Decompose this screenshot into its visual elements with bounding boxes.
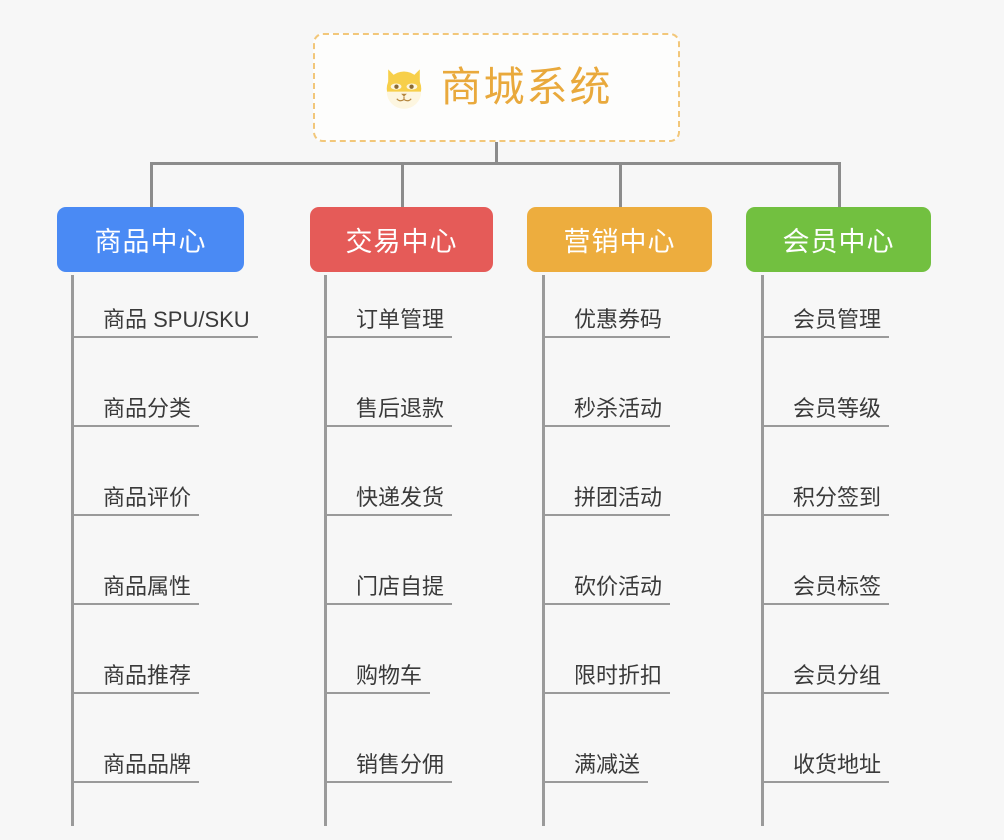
leaf-item[interactable]: 购物车 (324, 628, 430, 694)
category-title-3: 营销中心 (563, 227, 676, 257)
category-box-2[interactable]: 交易中心 (310, 207, 493, 272)
leaf-item[interactable]: 会员分组 (761, 628, 889, 694)
connector-drop-4 (838, 162, 841, 208)
leaf-label: 会员分组 (793, 662, 882, 688)
category-box-3[interactable]: 营销中心 (527, 207, 712, 272)
leaf-label: 商品推荐 (103, 662, 192, 688)
leaf-label: 会员标签 (793, 573, 882, 599)
connector-root-stem (495, 142, 498, 164)
leaf-spine-4 (761, 275, 764, 826)
leaf-item[interactable]: 销售分佣 (324, 717, 452, 783)
leaf-item[interactable]: 商品评价 (71, 450, 199, 516)
leaf-item[interactable]: 会员等级 (761, 361, 889, 427)
leaf-label: 砍价活动 (574, 573, 663, 599)
leaf-label: 会员管理 (793, 306, 882, 332)
leaf-item[interactable]: 门店自提 (324, 539, 452, 605)
leaf-spine-2 (324, 275, 327, 826)
leaf-label: 商品品牌 (103, 751, 192, 777)
leaf-label: 销售分佣 (356, 751, 445, 777)
leaf-label: 售后退款 (356, 395, 445, 421)
leaf-label: 拼团活动 (574, 484, 663, 510)
leaf-label: 商品 SPU/SKU (103, 306, 250, 332)
leaf-item[interactable]: 收货地址 (761, 717, 889, 783)
leaf-label: 商品评价 (103, 484, 192, 510)
leaf-item[interactable]: 拼团活动 (542, 450, 670, 516)
leaf-label: 限时折扣 (574, 662, 663, 688)
category-title-4: 会员中心 (782, 227, 895, 257)
leaf-label: 优惠券码 (574, 306, 663, 332)
leaf-item[interactable]: 砍价活动 (542, 539, 670, 605)
leaf-item[interactable]: 积分签到 (761, 450, 889, 516)
leaf-label: 收货地址 (793, 751, 882, 777)
connector-bus (150, 162, 841, 165)
leaf-item[interactable]: 会员标签 (761, 539, 889, 605)
leaf-item[interactable]: 限时折扣 (542, 628, 670, 694)
leaf-item[interactable]: 商品属性 (71, 539, 199, 605)
leaf-label: 商品属性 (103, 573, 192, 599)
leaf-item[interactable]: 优惠券码 (542, 272, 670, 338)
leaf-item[interactable]: 秒杀活动 (542, 361, 670, 427)
leaf-item[interactable]: 会员管理 (761, 272, 889, 338)
leaf-spine-1 (71, 275, 74, 826)
root-node[interactable]: 商城系统 (313, 33, 680, 142)
leaf-item[interactable]: 商品品牌 (71, 717, 199, 783)
leaf-spine-3 (542, 275, 545, 826)
leaf-label: 秒杀活动 (574, 395, 663, 421)
root-title: 商城系统 (440, 64, 613, 110)
leaf-label: 积分签到 (793, 484, 882, 510)
leaf-label: 商品分类 (103, 395, 192, 421)
leaf-label: 满减送 (574, 751, 641, 777)
leaf-label: 购物车 (356, 662, 423, 688)
leaf-label: 快递发货 (356, 484, 445, 510)
leaf-item[interactable]: 商品 SPU/SKU (71, 272, 258, 338)
connector-drop-1 (150, 162, 153, 208)
leaf-label: 会员等级 (793, 395, 882, 421)
category-box-4[interactable]: 会员中心 (746, 207, 931, 272)
category-box-1[interactable]: 商品中心 (57, 207, 244, 272)
leaf-item[interactable]: 满减送 (542, 717, 648, 783)
shiba-dog-face-icon (386, 68, 421, 109)
leaf-label: 订单管理 (356, 306, 445, 332)
leaf-label: 门店自提 (356, 573, 445, 599)
category-title-2: 交易中心 (345, 227, 458, 257)
leaf-item[interactable]: 订单管理 (324, 272, 452, 338)
leaf-item[interactable]: 快递发货 (324, 450, 452, 516)
connector-drop-3 (619, 162, 622, 208)
category-title-1: 商品中心 (94, 227, 207, 257)
leaf-item[interactable]: 商品分类 (71, 361, 199, 427)
leaf-item[interactable]: 售后退款 (324, 361, 452, 427)
leaf-item[interactable]: 商品推荐 (71, 628, 199, 694)
connector-drop-2 (401, 162, 404, 208)
